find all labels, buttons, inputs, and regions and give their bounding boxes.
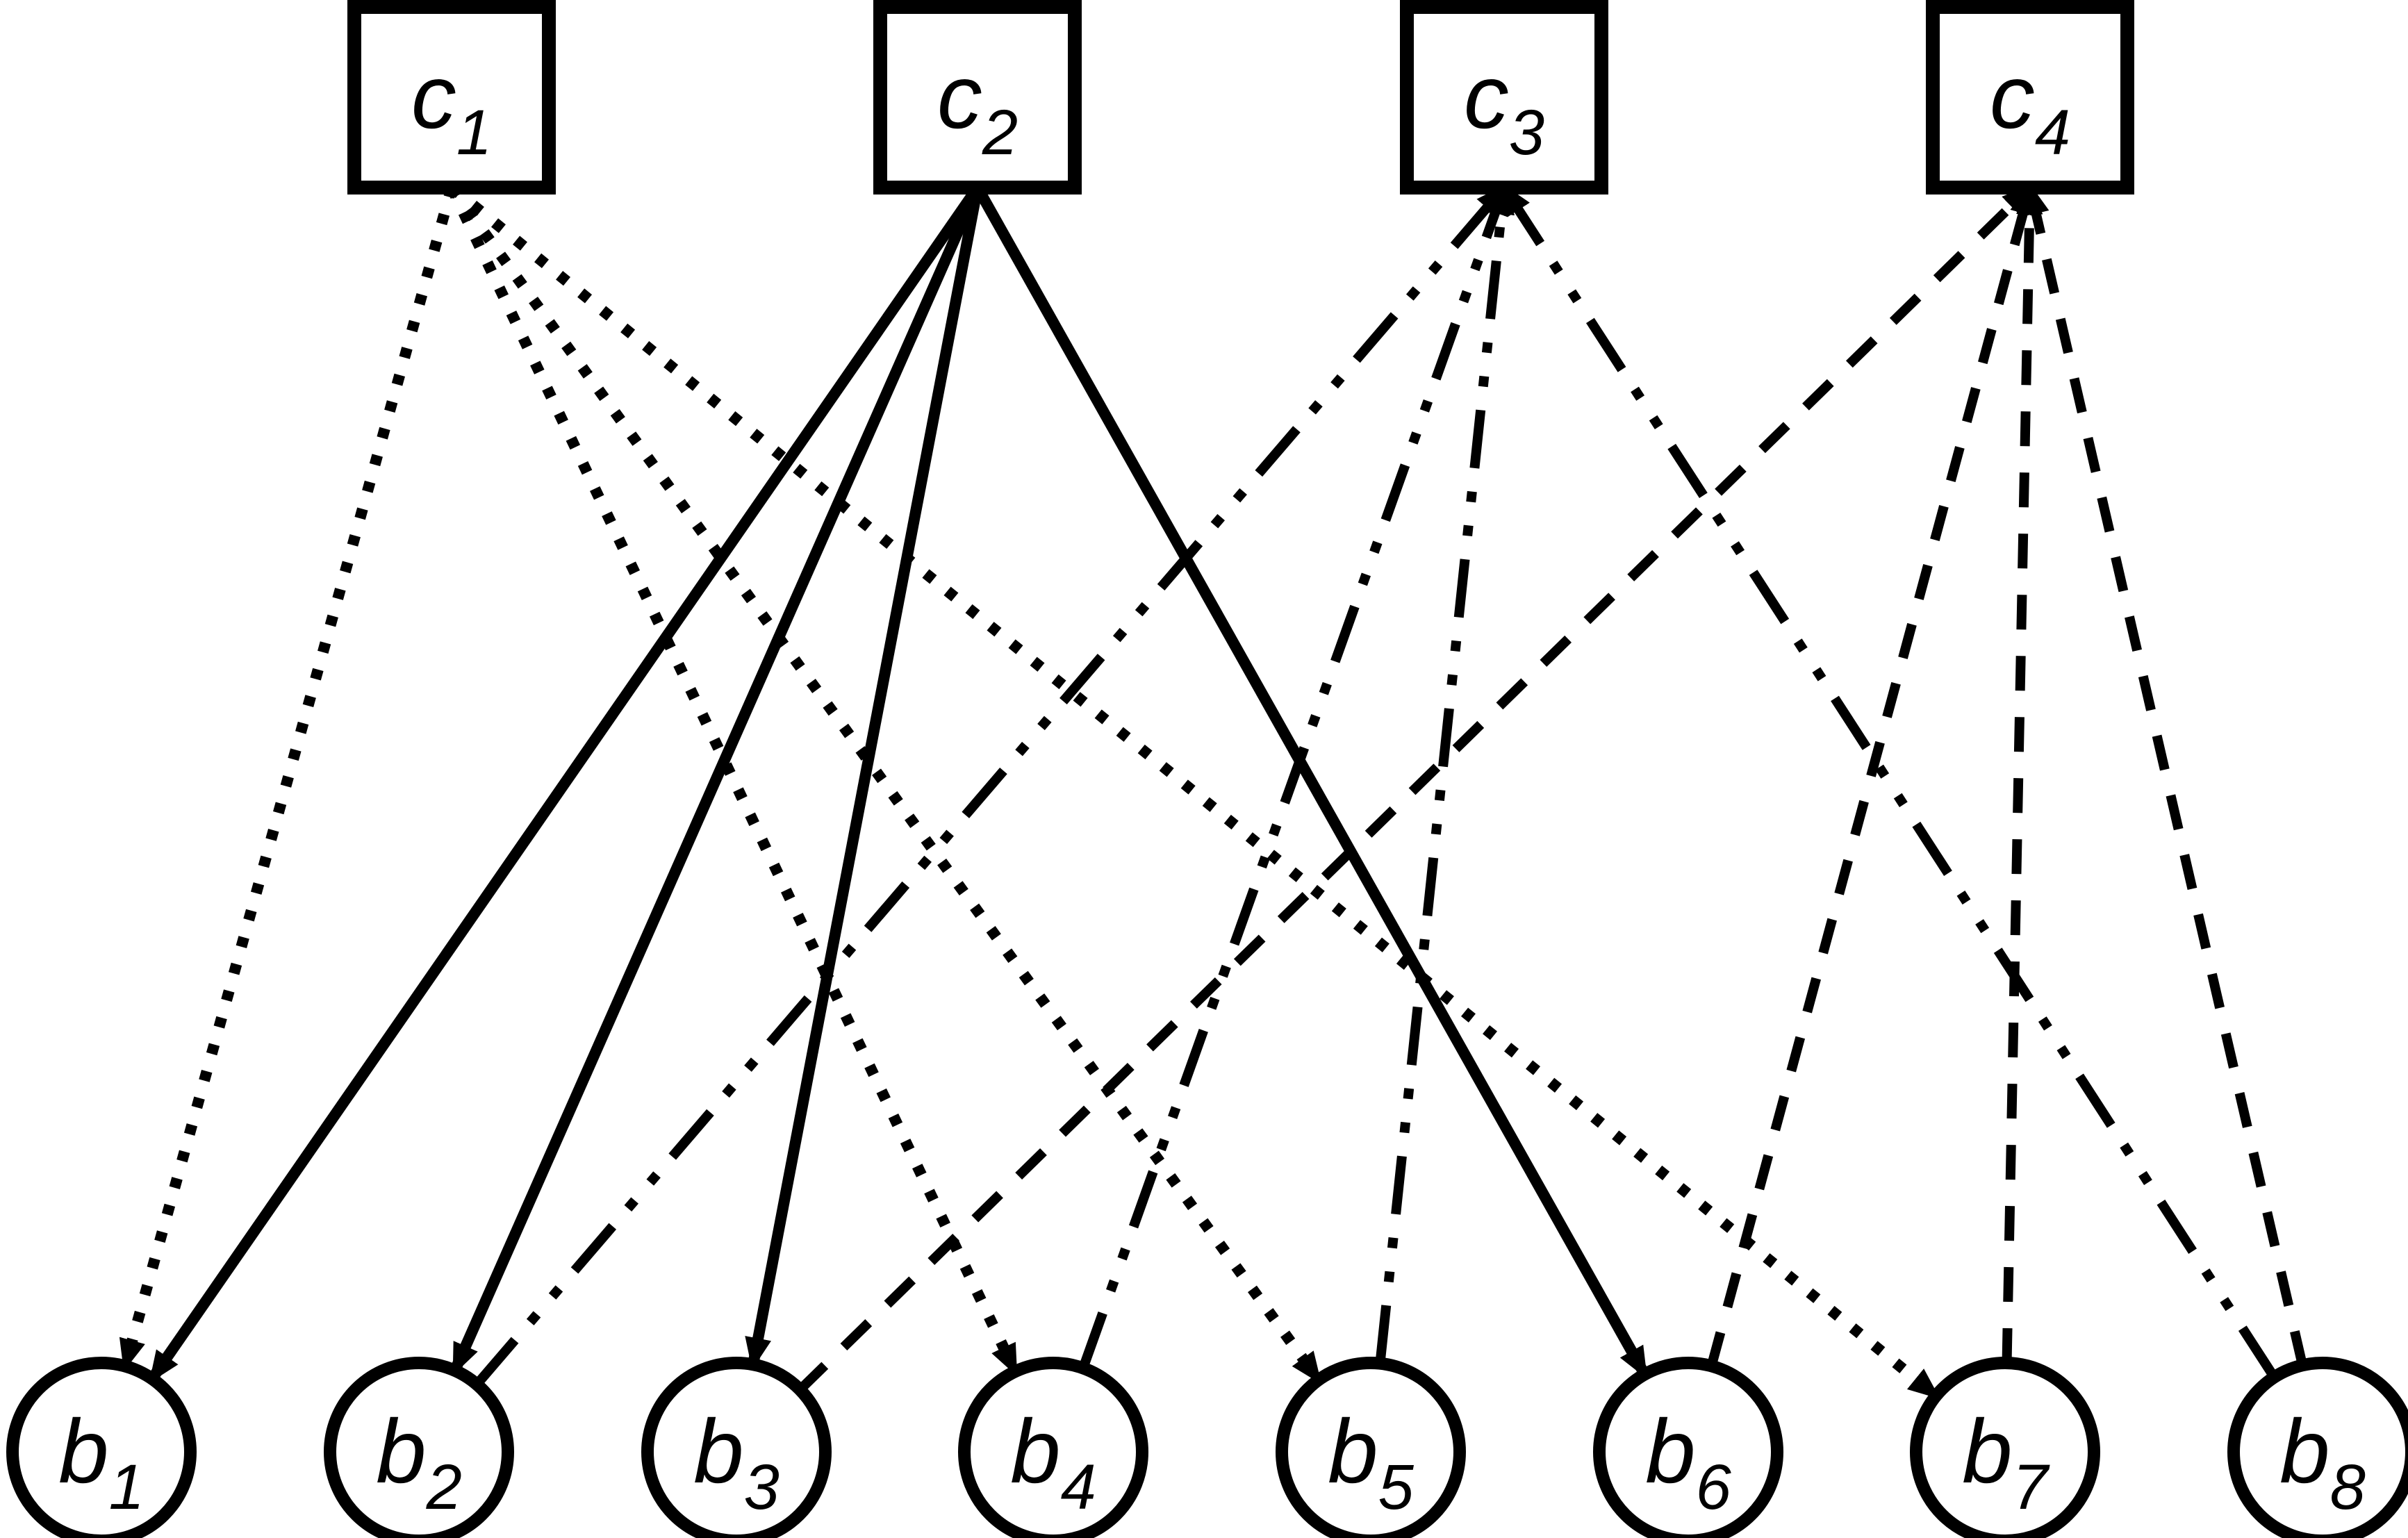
- node-c4: c4: [1926, 0, 2134, 195]
- node-b5: b5: [1276, 1357, 1466, 1538]
- node-label-letter-c1: c: [411, 46, 456, 147]
- node-label-b2: b2: [376, 1400, 461, 1523]
- node-label-subscript-c3: 3: [1509, 97, 1544, 168]
- edge-c1-b7-dotted: [447, 183, 1940, 1400]
- node-b3: b3: [641, 1357, 832, 1538]
- node-label-subscript-b2: 2: [426, 1452, 462, 1523]
- node-label-b6: b6: [1645, 1400, 1731, 1523]
- edge-b6-c4-dashed: [1706, 182, 2036, 1368]
- edge-b8-c3-dashdotdot: [1500, 183, 2279, 1380]
- node-label-letter-b5: b: [1328, 1400, 1378, 1502]
- square-node-shape-c3: [1400, 0, 1608, 195]
- node-label-letter-c4: c: [1990, 46, 2035, 147]
- node-b4: b4: [958, 1357, 1148, 1538]
- edge-b2-c3-dashdotdot: [473, 183, 1508, 1388]
- node-label-b3: b3: [693, 1400, 779, 1523]
- node-b6: b6: [1593, 1357, 1783, 1538]
- edge-c2-b1-solid: [147, 184, 982, 1384]
- node-label-subscript-b3: 3: [744, 1452, 780, 1523]
- edge-c2-b3-solid: [745, 186, 983, 1370]
- edge-b3-c4-dashed: [796, 183, 2034, 1394]
- node-label-b8: b8: [2279, 1400, 2365, 1523]
- node-label-letter-b8: b: [2279, 1400, 2329, 1502]
- node-b2: b2: [324, 1357, 514, 1538]
- circle-node-shape-b8: [2227, 1357, 2408, 1538]
- node-label-subscript-c1: 1: [456, 97, 492, 168]
- circle-node-shape-b4: [958, 1357, 1148, 1538]
- node-label-letter-b3: b: [693, 1400, 743, 1502]
- node-label-c2: c2: [937, 46, 1018, 168]
- node-label-letter-b6: b: [1645, 1400, 1695, 1502]
- square-node-shape-c1: [347, 0, 556, 195]
- node-b1: b1: [6, 1357, 197, 1538]
- node-label-b4: b4: [1010, 1400, 1096, 1523]
- node-label-c4: c4: [1990, 46, 2070, 168]
- circle-node-shape-b1: [6, 1357, 197, 1538]
- node-label-letter-b4: b: [1010, 1400, 1060, 1502]
- edge-c1-b1-dotted: [119, 185, 457, 1372]
- node-label-b7: b7: [1962, 1400, 2050, 1523]
- node-label-letter-b1: b: [58, 1400, 108, 1502]
- node-label-letter-c3: c: [1464, 46, 1509, 147]
- node-label-c1: c1: [411, 46, 492, 168]
- node-label-subscript-c4: 4: [2035, 97, 2070, 168]
- node-label-subscript-b5: 5: [1378, 1452, 1415, 1523]
- node-label-c3: c3: [1464, 46, 1544, 168]
- edge-c2-b6-solid: [973, 185, 1650, 1380]
- edge-b4-c3-dashdotdot: [1078, 182, 1509, 1370]
- node-label-subscript-b1: 1: [109, 1452, 145, 1523]
- circle-node-shape-b6: [1593, 1357, 1783, 1538]
- node-label-subscript-b7: 7: [2013, 1452, 2050, 1523]
- square-node-shape-c2: [873, 0, 1082, 195]
- node-label-letter-b7: b: [1962, 1400, 2012, 1502]
- node-b8: b8: [2227, 1357, 2408, 1538]
- node-b7: b7: [1910, 1357, 2100, 1538]
- node-label-subscript-b6: 6: [1696, 1452, 1732, 1523]
- node-label-subscript-b8: 8: [2330, 1452, 2366, 1523]
- node-c2: c2: [873, 0, 1082, 195]
- circle-node-shape-b7: [1910, 1357, 2100, 1538]
- edge-c1-b4-dotted: [446, 185, 1021, 1377]
- node-label-letter-b2: b: [376, 1400, 426, 1502]
- circle-node-shape-b3: [641, 1357, 832, 1538]
- node-c1: c1: [347, 0, 556, 195]
- edge-b5-c3-dashdotdot: [1375, 182, 1515, 1364]
- node-label-letter-c2: c: [937, 46, 982, 147]
- node-label-subscript-c2: 2: [982, 97, 1018, 168]
- edge-c1-b5-dotted: [447, 184, 1323, 1384]
- edge-c2-b2-solid: [450, 185, 983, 1375]
- edge-b8-c4-dashed: [2022, 182, 2307, 1366]
- square-node-shape-c4: [1926, 0, 2134, 195]
- edges-layer: [119, 182, 2307, 1400]
- circle-node-shape-b5: [1276, 1357, 1466, 1538]
- edge-b7-c4-dashed: [2002, 182, 2043, 1364]
- node-label-b1: b1: [58, 1400, 144, 1523]
- node-c3: c3: [1400, 0, 1608, 195]
- node-label-subscript-b4: 4: [1061, 1452, 1096, 1523]
- circle-node-shape-b2: [324, 1357, 514, 1538]
- node-label-b5: b5: [1328, 1400, 1414, 1523]
